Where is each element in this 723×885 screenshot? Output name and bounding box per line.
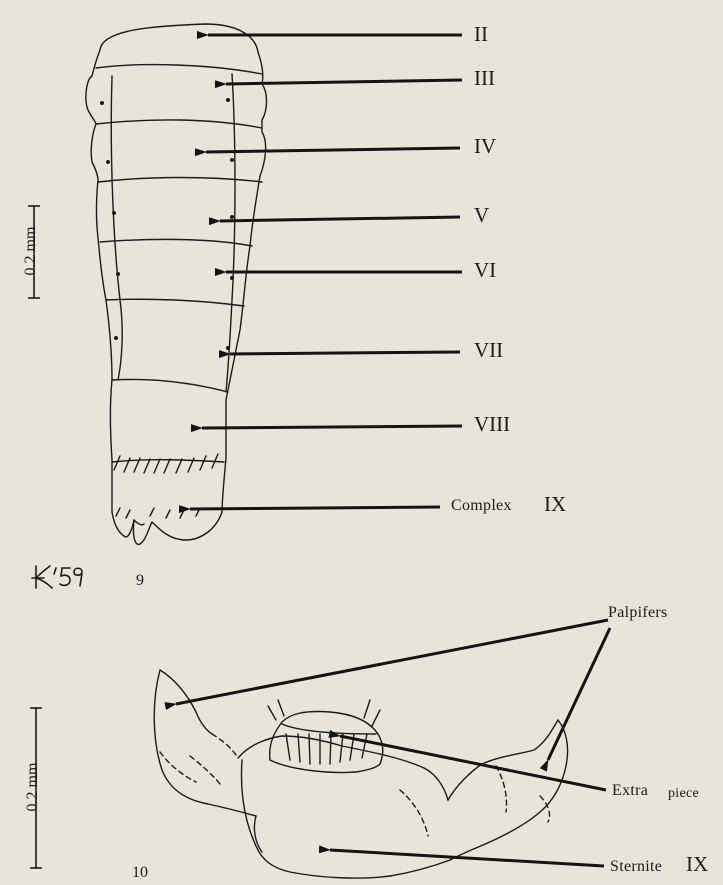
figure10-number: 10	[132, 864, 148, 882]
segment-border-V-VI	[100, 239, 252, 246]
label-complex: Complex	[451, 497, 512, 515]
figure9-number: 9	[136, 572, 144, 590]
label-complex-IX: IX	[544, 492, 566, 517]
label-segment-IV: IV	[474, 134, 496, 159]
arrow-IX-complex	[190, 507, 440, 509]
figure9-scale-label: 0.2 mm	[22, 216, 40, 286]
artist-signature	[28, 562, 88, 592]
segment-border-II-III	[96, 65, 262, 74]
segment-border-III-IV	[96, 120, 262, 128]
figure10-scale-label: 0.2 mm	[24, 752, 42, 822]
figure9-arrows	[190, 35, 462, 509]
label-segment-V: V	[474, 203, 489, 228]
abdomen-illustration	[86, 24, 267, 544]
segment-border-IV-V	[98, 178, 262, 183]
arrow-V	[220, 217, 460, 221]
label-segment-VI: VI	[474, 258, 496, 283]
label-segment-III: III	[474, 66, 495, 91]
label-extra: Extra	[612, 782, 648, 800]
label-palpifers: Palpifers	[608, 604, 668, 622]
arrow-palpifer-left	[176, 620, 608, 704]
label-segment-II: II	[474, 22, 488, 47]
segment-border-VI-VII	[106, 299, 244, 306]
label-sternite-IX: IX	[686, 852, 708, 877]
sternite-illustration	[154, 670, 567, 878]
label-segment-VII: VII	[474, 338, 503, 363]
arrow-III	[226, 80, 462, 84]
arrow-VII	[230, 352, 460, 354]
label-piece: piece	[668, 786, 699, 802]
label-sternite: Sternite	[610, 858, 662, 876]
arrow-palpifer-right	[548, 628, 610, 760]
segment-border-VII-VIII	[112, 380, 228, 393]
figure10-arrows	[176, 620, 610, 866]
label-segment-VIII: VIII	[474, 412, 510, 437]
arrow-VIII	[202, 426, 462, 428]
arrow-IV	[206, 148, 460, 152]
